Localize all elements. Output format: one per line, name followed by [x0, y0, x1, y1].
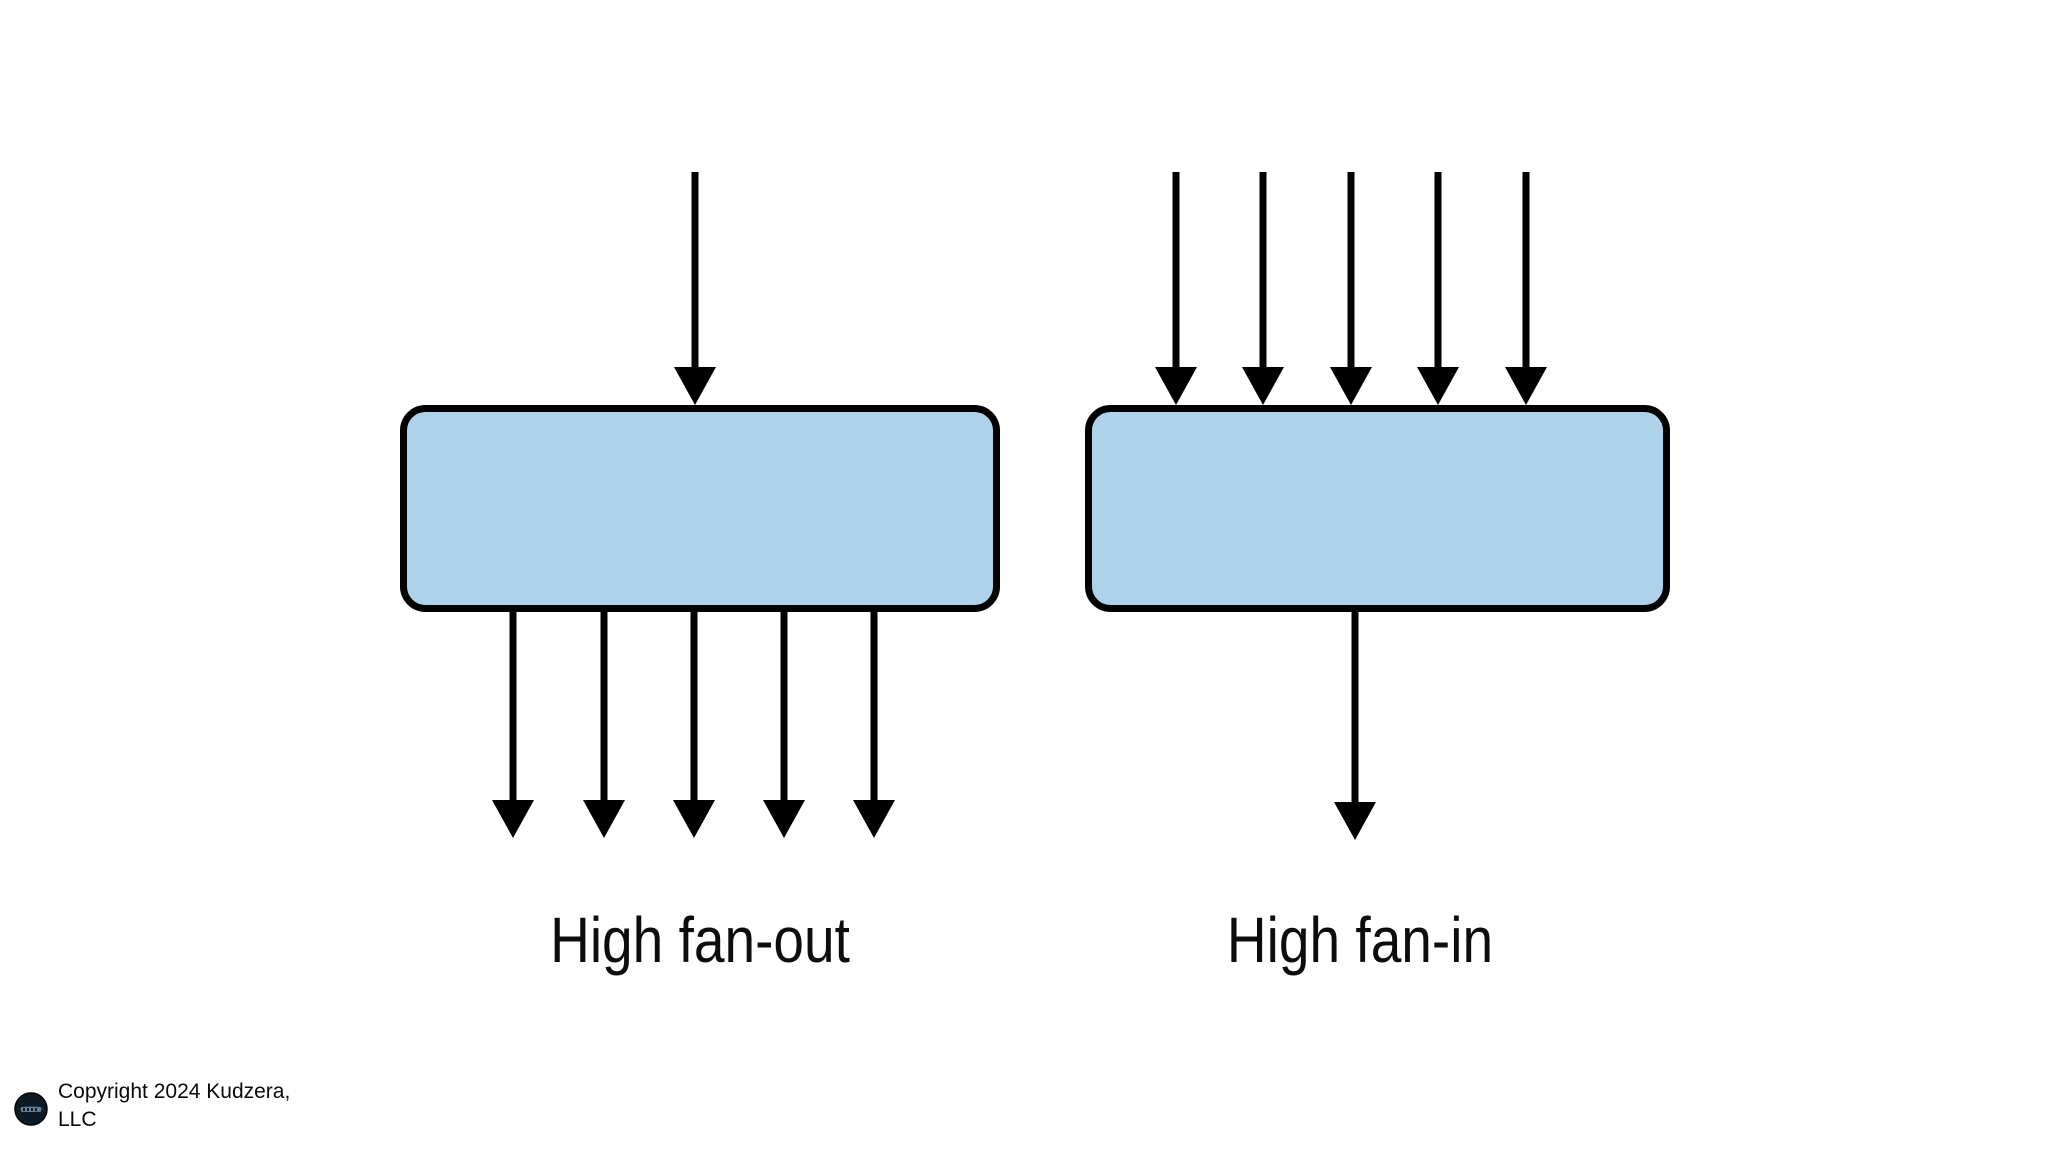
fan-in-input-arrow-1-head	[1155, 367, 1197, 405]
kudzera-logo-icon	[14, 1092, 48, 1126]
fan-out-box[interactable]	[400, 405, 1000, 612]
fan-in-input-arrow-5	[1505, 172, 1547, 405]
fan-out-output-arrow-5	[853, 612, 895, 838]
fan-in-input-arrow-1	[1155, 172, 1197, 405]
fan-out-output-arrow-5-head	[853, 800, 895, 838]
fan-in-label: High fan-in	[1226, 904, 1494, 976]
footer-copyright: Copyright 2024 Kudzera, LLC	[14, 1078, 334, 1133]
fan-out-output-arrow-4	[763, 612, 805, 838]
diagram-group-fan-out	[400, 172, 1000, 838]
fan-out-output-arrow-3-head	[673, 800, 715, 838]
fan-in-input-arrow-4	[1417, 172, 1459, 405]
fan-out-output-arrow-1	[492, 612, 534, 838]
diagram-group-fan-in	[1085, 172, 1670, 840]
fan-in-input-arrow-4-head	[1417, 367, 1459, 405]
fan-out-input-arrow-1	[674, 172, 716, 405]
fan-out-output-arrow-2-head	[583, 800, 625, 838]
fan-out-outputs	[492, 612, 895, 838]
fan-in-inputs	[1155, 172, 1547, 405]
fan-in-input-arrow-3-head	[1330, 367, 1372, 405]
fan-out-inputs	[674, 172, 716, 405]
fan-out-output-arrow-1-head	[492, 800, 534, 838]
fan-in-outputs	[1334, 612, 1376, 840]
fan-out-input-arrow-1-head	[674, 367, 716, 405]
fan-out-output-arrow-3	[673, 612, 715, 838]
fan-in-box[interactable]	[1085, 405, 1670, 612]
fan-out-output-arrow-4-head	[763, 800, 805, 838]
fan-in-input-arrow-2-head	[1242, 367, 1284, 405]
fan-out-output-arrow-2	[583, 612, 625, 838]
fan-in-output-arrow-1-head	[1334, 802, 1376, 840]
fan-out-label: High fan-out	[550, 904, 850, 976]
fan-in-input-arrow-5-head	[1505, 367, 1547, 405]
fan-in-output-arrow-1	[1334, 612, 1376, 840]
fan-in-input-arrow-3	[1330, 172, 1372, 405]
copyright-text: Copyright 2024 Kudzera, LLC	[58, 1080, 291, 1131]
fan-in-input-arrow-2	[1242, 172, 1284, 405]
